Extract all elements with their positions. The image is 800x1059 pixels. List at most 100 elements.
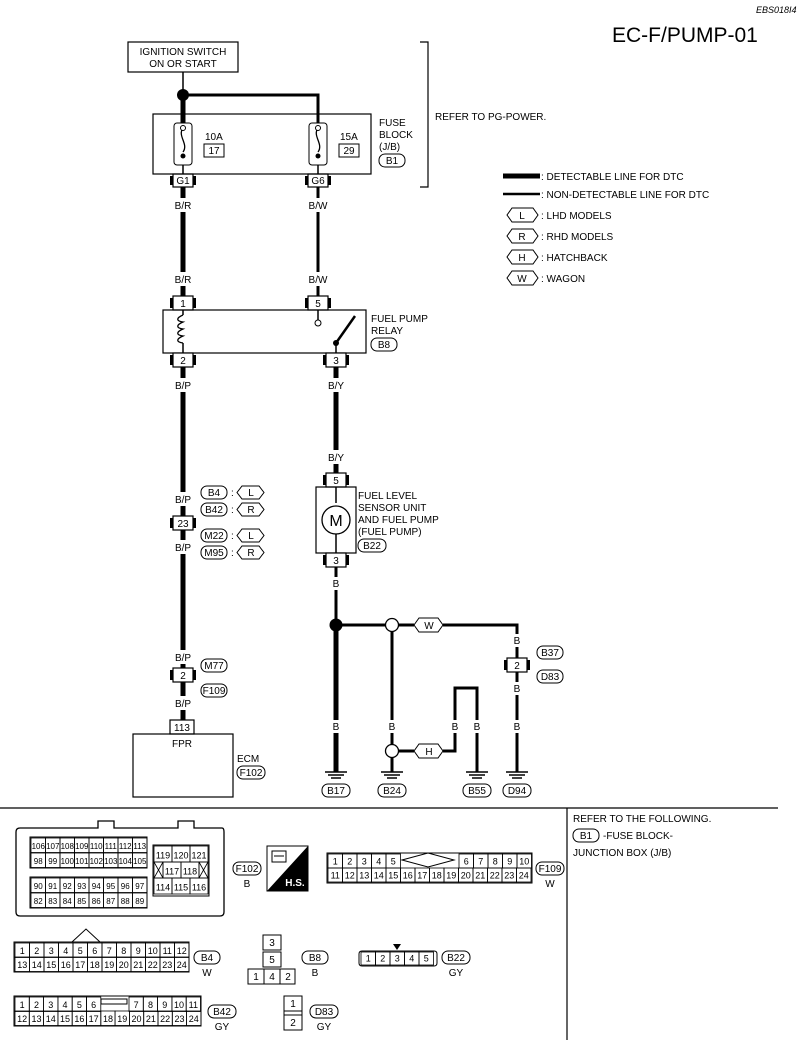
wire-bp-2: B/P xyxy=(175,495,191,506)
b22-pin-4: 4 xyxy=(409,954,414,964)
b37-pin: 2 xyxy=(514,661,520,672)
f102-pin-88: 88 xyxy=(121,897,130,906)
svg-text:R: R xyxy=(247,548,254,559)
pg-power-bracket xyxy=(420,41,429,188)
f109-pin-6: 6 xyxy=(464,857,469,867)
f102-pin-91: 91 xyxy=(48,882,57,891)
page-title: EC-F/PUMP-01 xyxy=(612,24,758,47)
svg-text::: : xyxy=(231,531,234,542)
wire-b-7: B xyxy=(474,722,481,733)
b4-pin-23: 23 xyxy=(162,960,172,970)
fuse-17 xyxy=(173,122,193,166)
f102-pin-121: 121 xyxy=(191,851,206,861)
svg-text:2: 2 xyxy=(285,972,291,983)
fuse2-terminal: G6 xyxy=(311,176,325,187)
f109-pin-18: 18 xyxy=(432,871,442,881)
refer-line1: REFER TO THE FOLLOWING. xyxy=(573,814,711,825)
f109-pin-24: 24 xyxy=(519,871,529,881)
f102-pin-86: 86 xyxy=(92,897,101,906)
f102-pin-107: 107 xyxy=(46,842,60,851)
fuse2-amp: 15A xyxy=(340,132,358,143)
b4-pin-8: 8 xyxy=(121,946,126,956)
f109-pin-21: 21 xyxy=(475,871,485,881)
wire-b-6: B xyxy=(452,722,459,733)
f109-ref: F109 xyxy=(203,686,226,697)
b42-pin-19: 19 xyxy=(117,1014,127,1024)
relay-coil-icon xyxy=(177,314,186,344)
f109-pin-12: 12 xyxy=(345,871,355,881)
refer-pg-power: REFER TO PG-POWER. xyxy=(435,112,546,123)
ground-splice xyxy=(329,618,343,632)
svg-text:R: R xyxy=(247,505,254,516)
f109-pin-17: 17 xyxy=(417,871,427,881)
wire-b-5: B xyxy=(389,722,396,733)
b4-pin-12: 12 xyxy=(177,946,187,956)
f109-pin-5: 5 xyxy=(391,857,396,867)
fuse1-amp: 10A xyxy=(205,132,223,143)
f102-pin-95: 95 xyxy=(106,882,115,891)
b42-pin-7: 7 xyxy=(134,1000,139,1010)
f102-pin-118: 118 xyxy=(183,867,197,877)
f102-pin-84: 84 xyxy=(63,897,72,906)
svg-text:M22: M22 xyxy=(204,531,224,542)
f102-pin-116: 116 xyxy=(192,883,206,893)
b22-color: GY xyxy=(449,968,464,979)
f102-pin-108: 108 xyxy=(61,842,75,851)
f109-pin-9: 9 xyxy=(507,857,512,867)
svg-text:: WAGON: : WAGON xyxy=(541,274,585,285)
b4-pin-21: 21 xyxy=(133,960,143,970)
d83-conn-ref: D83 xyxy=(315,1007,334,1018)
pump-pin3: 3 xyxy=(333,556,339,567)
refer-line3: JUNCTION BOX (J/B) xyxy=(573,848,671,859)
b4-pin-13: 13 xyxy=(17,960,27,970)
svg-text:L: L xyxy=(248,488,254,499)
b42-pin-1: 1 xyxy=(20,1000,25,1010)
joint-ref-m95: M95 : R xyxy=(200,545,265,560)
f102-pin-98: 98 xyxy=(34,857,43,866)
ecm-label: ECM xyxy=(237,754,259,765)
joint-ref-b42: B42 : R xyxy=(200,502,265,517)
f109-pin-8: 8 xyxy=(493,857,498,867)
svg-text:: LHD MODELS: : LHD MODELS xyxy=(541,211,612,222)
f102-pin-111: 111 xyxy=(105,842,118,851)
f102-pin-114: 114 xyxy=(156,883,170,893)
b4-pin-7: 7 xyxy=(107,946,112,956)
hatchback-key xyxy=(413,743,444,759)
pump-label-3: AND FUEL PUMP xyxy=(358,515,439,526)
b42-pin-10: 10 xyxy=(174,1000,184,1010)
wire-b-8: B xyxy=(333,722,340,733)
b42-pin-8: 8 xyxy=(148,1000,153,1010)
b42-ref: B42 xyxy=(213,1007,231,1018)
b4-pin-11: 11 xyxy=(163,946,172,956)
f102-pin-100: 100 xyxy=(61,857,75,866)
b42-pin-18: 18 xyxy=(103,1014,113,1024)
svg-text::: : xyxy=(231,488,234,499)
b42-pin-9: 9 xyxy=(162,1000,167,1010)
ground-icon-b17: B17 xyxy=(321,771,351,798)
f102-pin-90: 90 xyxy=(34,882,43,891)
b22-pin-5: 5 xyxy=(424,954,429,964)
f102-pin-102: 102 xyxy=(90,857,104,866)
f102-pin-83: 83 xyxy=(48,897,57,906)
f109-pin-3: 3 xyxy=(362,857,367,867)
fuse-block xyxy=(152,113,372,175)
b37-ref: B37 xyxy=(541,648,559,659)
wire-b-4: B xyxy=(514,722,521,733)
b42-pin-13: 13 xyxy=(31,1014,41,1024)
pump-label-4: (FUEL PUMP) xyxy=(358,527,422,538)
b4-pin-20: 20 xyxy=(119,960,129,970)
b42-pin-17: 17 xyxy=(89,1014,99,1024)
f102-pin-89: 89 xyxy=(135,897,144,906)
b8-color: B xyxy=(312,968,319,979)
wagon-key xyxy=(413,617,444,633)
ecm-ref: F102 xyxy=(240,768,263,779)
b4-pin-10: 10 xyxy=(148,946,158,956)
m77-pin: 2 xyxy=(180,671,186,682)
f102-pin-109: 109 xyxy=(75,842,89,851)
ground-icon-b55: B55 xyxy=(462,771,492,798)
fuse-block-label-3: (J/B) xyxy=(379,142,400,153)
b42-pin-16: 16 xyxy=(74,1014,84,1024)
